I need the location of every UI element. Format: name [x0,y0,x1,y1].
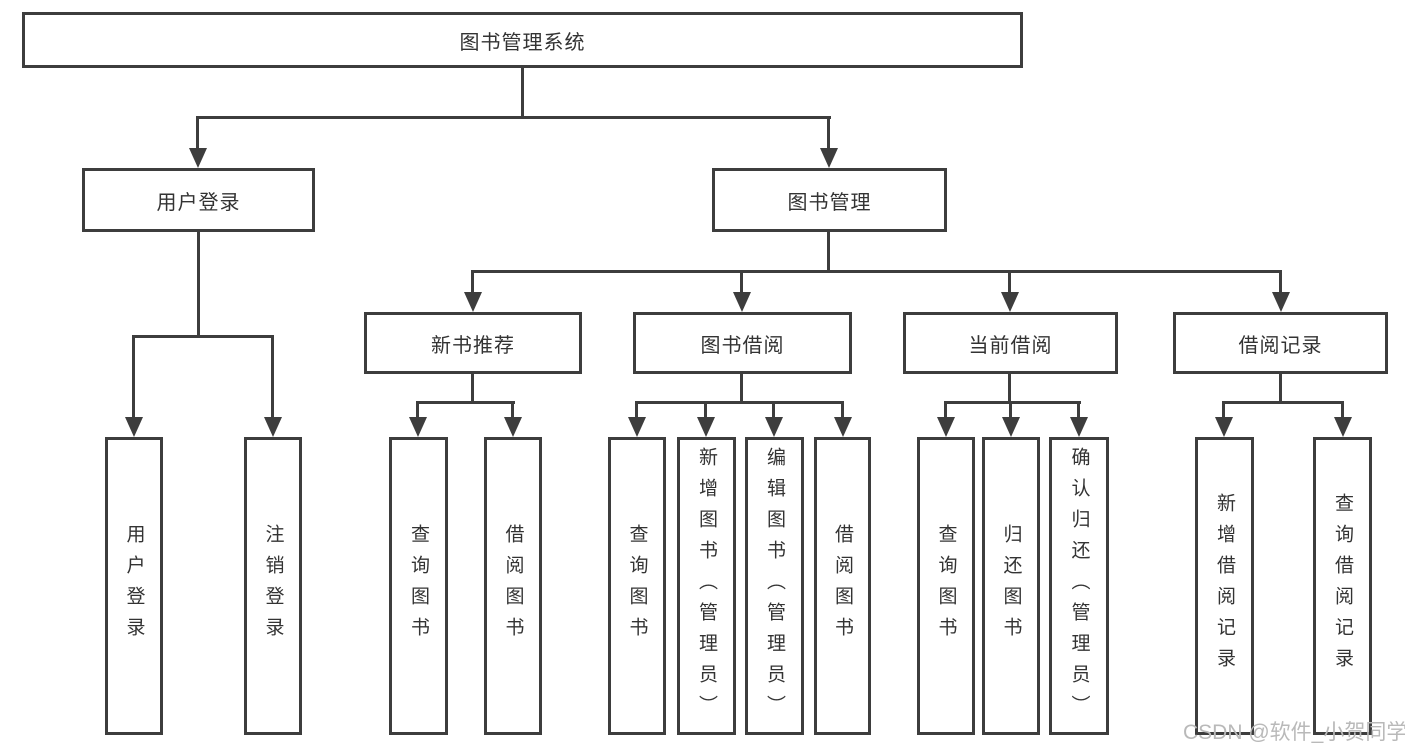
edge-to-book-management [827,116,830,150]
arrowhead [189,148,207,168]
edge-user-login-hbar [132,335,274,338]
arrowhead [1272,292,1290,312]
edge-user-login-trunk [197,232,200,338]
arrowhead [628,417,646,437]
edge-book-mgmt-hbar [471,270,1282,273]
edge-new-book-hbar [416,401,515,404]
edge-current-trunk [1008,374,1011,404]
edge-to-cb-confirm [1077,401,1080,419]
edge-new-book-trunk [471,374,474,404]
arrowhead [1002,417,1020,437]
node-user-login: 用户登录 [82,168,315,232]
arrowhead [765,417,783,437]
edge-root-hbar [197,116,831,119]
node-bb-add-books-admin: 新增图书（管理员） [677,437,736,735]
node-bb-borrow-books: 借阅图书 [814,437,871,735]
node-root: 图书管理系统 [22,12,1023,68]
edge-to-logout [271,335,274,419]
edge-to-br-add [1222,401,1225,419]
edge-current-hbar [944,401,1081,404]
edge-to-login-action [132,335,135,419]
arrowhead [464,292,482,312]
node-cb-return-books: 归还图书 [982,437,1040,735]
node-user-login-action: 用户登录 [105,437,163,735]
arrowhead [264,417,282,437]
edge-to-new-book [471,270,474,294]
arrowhead [697,417,715,437]
node-new-book-recommend: 新书推荐 [364,312,582,374]
edge-to-bb-borrow [841,401,844,419]
node-cb-query-books: 查询图书 [917,437,975,735]
node-current-borrow: 当前借阅 [903,312,1118,374]
edge-root-trunk [521,68,524,119]
node-br-query-record: 查询借阅记录 [1313,437,1372,735]
edge-records-hbar [1222,401,1344,404]
arrowhead [820,148,838,168]
node-borrow-records: 借阅记录 [1173,312,1388,374]
edge-book-borrow-hbar [635,401,844,404]
arrowhead [125,417,143,437]
edge-to-book-borrow [740,270,743,294]
edge-to-bb-query [635,401,638,419]
arrowhead [834,417,852,437]
node-bb-query-books: 查询图书 [608,437,666,735]
edge-to-cb-return [1009,401,1012,419]
edge-to-current-borrow [1008,270,1011,294]
watermark: CSDN @软件_小贺同学 [1183,721,1405,744]
arrowhead [1334,417,1352,437]
edge-to-cb-query [944,401,947,419]
arrowhead [409,417,427,437]
arrowhead [504,417,522,437]
node-book-management: 图书管理 [712,168,947,232]
edge-book-borrow-trunk [740,374,743,404]
node-br-add-record: 新增借阅记录 [1195,437,1254,735]
edge-to-user-login [196,116,199,150]
node-cb-confirm-return-admin: 确认归还（管理员） [1049,437,1109,735]
edge-to-nb-query [416,401,419,419]
arrowhead [937,417,955,437]
edge-to-br-query [1341,401,1344,419]
edge-to-nb-borrow [511,401,514,419]
edge-to-borrow-records [1279,270,1282,294]
node-nb-query-books: 查询图书 [389,437,448,735]
arrowhead [1215,417,1233,437]
arrowhead [733,292,751,312]
edge-book-mgmt-trunk [827,232,830,273]
edge-to-bb-add [704,401,707,419]
arrowhead [1070,417,1088,437]
node-bb-edit-books-admin: 编辑图书（管理员） [745,437,804,735]
node-nb-borrow-books: 借阅图书 [484,437,542,735]
edge-records-trunk [1279,374,1282,404]
edge-to-bb-edit [772,401,775,419]
arrowhead [1001,292,1019,312]
node-book-borrow: 图书借阅 [633,312,852,374]
node-logout: 注销登录 [244,437,302,735]
